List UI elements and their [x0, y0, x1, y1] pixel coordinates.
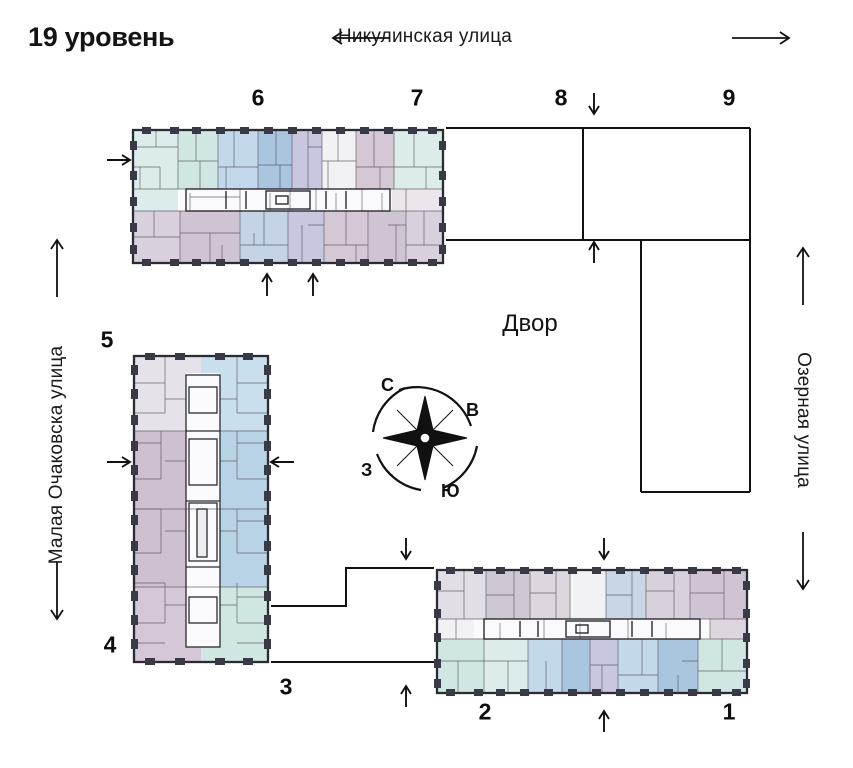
- compass-rose: С В З Ю: [355, 368, 495, 513]
- compass-label-north: С: [381, 375, 394, 395]
- entrance-arrow-left-west: [107, 456, 132, 468]
- compass-label-east: В: [466, 400, 479, 420]
- section-number-8: 8: [554, 84, 568, 111]
- street-arrow-west-up: [49, 237, 65, 299]
- section-number-9: 9: [722, 84, 736, 111]
- entrance-arrow-top-left: [107, 154, 132, 166]
- street-arrow-north-east: [730, 30, 792, 46]
- entrance-arrow-bottom-sec2: [400, 684, 412, 707]
- street-arrow-west-down: [49, 560, 65, 622]
- entrance-arrow-top-under-2: [307, 272, 319, 296]
- compass-label-west: З: [361, 460, 373, 480]
- entrance-arrow-bottom-left-down: [400, 538, 412, 561]
- building-block-west[interactable]: [131, 353, 271, 665]
- entrance-arrow-bottom-mid: [598, 709, 610, 732]
- building-block-south[interactable]: [434, 567, 750, 696]
- section-number-7: 7: [410, 84, 424, 111]
- compass-label-south: Ю: [441, 481, 460, 501]
- street-arrow-east-down: [795, 530, 811, 592]
- section-number-4: 4: [103, 631, 117, 658]
- entrance-arrow-bottom-right-down: [598, 538, 610, 561]
- courtyard-label: Двор: [502, 310, 558, 337]
- section-number-5: 5: [100, 326, 114, 353]
- section-number-3: 3: [279, 673, 293, 700]
- entrance-arrow-sec8: [588, 93, 600, 116]
- section-number-1: 1: [722, 698, 736, 725]
- street-arrow-east-up: [795, 245, 811, 307]
- page-title: 19 уровень: [28, 22, 175, 52]
- building-block-north[interactable]: [130, 127, 446, 266]
- entrance-arrow-left-east: [269, 456, 294, 468]
- street-arrow-north-west: [330, 30, 392, 46]
- section-number-6: 6: [251, 84, 265, 111]
- entrance-arrow-top-under-1: [261, 272, 273, 296]
- street-label-north: Никулинская улица: [337, 26, 513, 47]
- entrance-arrow-yard-up: [588, 240, 600, 263]
- section-number-2: 2: [478, 698, 492, 725]
